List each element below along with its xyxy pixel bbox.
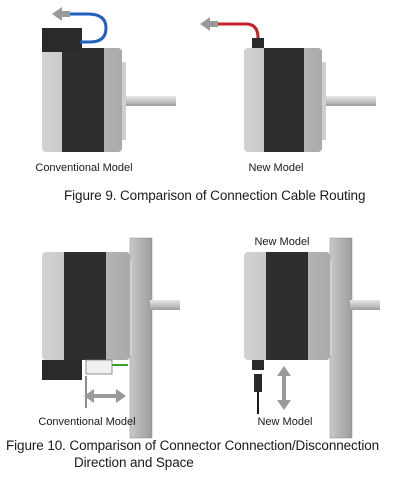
- left-arrow-tail: [208, 21, 218, 27]
- fig10-new-motor: [244, 237, 380, 439]
- motor-stator-band: [264, 48, 304, 152]
- motor-flange-ring: [120, 62, 126, 140]
- rear-connector-block: [42, 28, 82, 52]
- red-cable: [214, 22, 260, 39]
- arrow-right-head-icon: [116, 389, 126, 403]
- motor-stator-band: [266, 252, 308, 360]
- fig9-conventional-motor: [42, 7, 176, 152]
- arrow-left-head-icon: [84, 389, 94, 403]
- plug-connector: [85, 359, 113, 375]
- side-connector: [252, 360, 264, 370]
- fig10-left-label: Conventional Model: [38, 416, 136, 428]
- mounting-plate: [129, 237, 153, 439]
- arrow-up-head-icon: [277, 366, 291, 376]
- motor-shaft: [120, 96, 176, 106]
- mounting-plate: [329, 237, 353, 439]
- side-connector: [252, 38, 264, 48]
- fig9-right-label: New Model: [248, 162, 304, 174]
- motor-shaft: [320, 96, 376, 106]
- left-arrow-icon: [52, 7, 62, 21]
- left-arrow-tail: [60, 11, 70, 17]
- left-arrow-icon: [200, 17, 210, 31]
- fig10-motor-top-label: New Model: [254, 236, 310, 248]
- motor-shaft: [150, 300, 180, 310]
- motor-shaft: [350, 300, 380, 310]
- motor-stator-band: [64, 252, 106, 360]
- fig9-new-motor: [200, 17, 376, 152]
- fig10-caption-line1: Figure 10. Comparison of Connector Conne…: [6, 438, 380, 453]
- fig10-conventional-motor: [42, 237, 180, 439]
- fig9-left-label: Conventional Model: [35, 162, 133, 174]
- motor-stator-band: [62, 48, 104, 152]
- arrow-down-head-icon: [277, 400, 291, 410]
- motor-flange-ring: [320, 62, 326, 140]
- plug-connector: [254, 374, 262, 392]
- fig10-right-label: New Model: [257, 416, 313, 428]
- fig10-caption-line2: Direction and Space: [74, 455, 194, 470]
- rear-connector-block: [42, 360, 82, 380]
- blue-cable: [66, 12, 108, 44]
- fig9-caption: Figure 9. Comparison of Connection Cable…: [64, 188, 366, 203]
